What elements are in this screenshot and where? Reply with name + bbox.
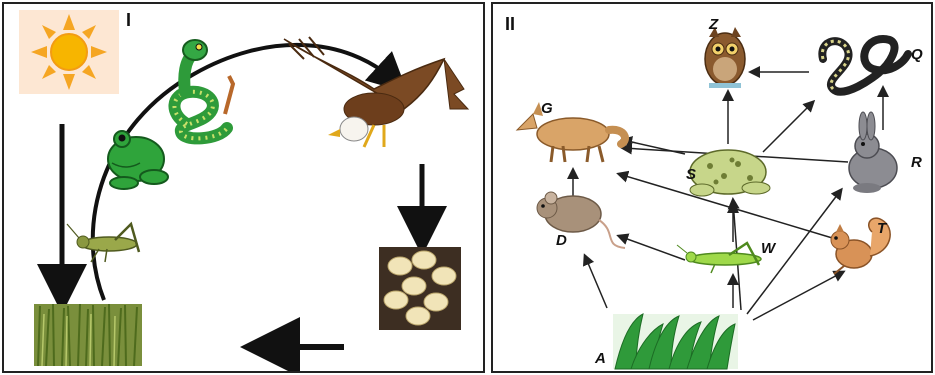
grasshopper-icon xyxy=(677,243,761,273)
node-label-S: S xyxy=(686,166,696,183)
node-label-Z: Z xyxy=(709,16,718,33)
grasshopper-icon xyxy=(67,224,139,262)
mouse-icon xyxy=(537,192,625,248)
panel-1-drawing xyxy=(4,4,483,371)
food-chain-panel-1: I xyxy=(2,2,485,373)
node-label-R: R xyxy=(911,154,922,171)
eagle-icon xyxy=(284,37,468,147)
owl-icon xyxy=(705,27,745,88)
snake-icon xyxy=(174,40,233,138)
food-web-panel-2: II xyxy=(491,2,933,373)
panel-2-drawing xyxy=(493,4,931,371)
grass-icon xyxy=(34,304,142,366)
arrow-S-Q xyxy=(763,102,813,152)
node-label-D: D xyxy=(556,232,567,249)
arrow-A-T xyxy=(753,272,843,320)
food-web-arrows xyxy=(573,72,883,320)
grass-icon xyxy=(613,314,738,369)
fox-icon xyxy=(517,102,625,162)
frog-icon xyxy=(108,131,168,189)
snake-icon xyxy=(822,39,908,92)
node-label-G: G xyxy=(541,100,553,117)
arrow-A-D xyxy=(585,256,607,308)
mushrooms-icon xyxy=(379,247,461,330)
node-label-W: W xyxy=(761,240,775,257)
rabbit-icon xyxy=(849,112,897,193)
sun-icon xyxy=(19,10,119,94)
node-label-A: A xyxy=(595,350,606,367)
node-label-Q: Q xyxy=(911,46,923,63)
arrow-W-D xyxy=(619,236,685,260)
node-label-T: T xyxy=(877,220,886,237)
